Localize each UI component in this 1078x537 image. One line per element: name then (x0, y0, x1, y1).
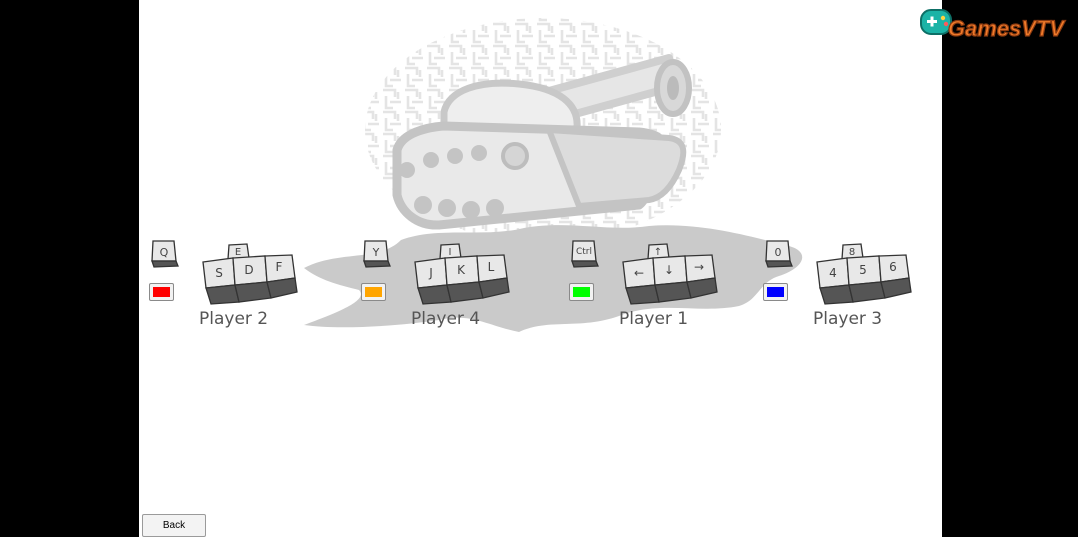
ink-splat (304, 225, 803, 332)
movement-keys[interactable]: E S D F (199, 242, 299, 306)
key-left-label: S (215, 266, 223, 280)
key-up-label: I (449, 247, 452, 258)
key-right-label: 6 (889, 260, 897, 274)
back-button[interactable]: Back (142, 514, 206, 537)
fire-key-label: Q (160, 246, 169, 259)
swatch-fill (767, 287, 784, 297)
player-block-player-3: 0 8 4 5 6 Player 3 (763, 236, 933, 336)
logo-text: GamesVTV (948, 16, 1066, 41)
player-block-player-2: Q E S D F Player 2 (149, 236, 319, 336)
key-right-label: L (488, 260, 495, 274)
color-swatch[interactable] (149, 283, 174, 301)
key-left-label: ← (634, 266, 644, 280)
fire-key-0[interactable]: 0 (763, 238, 793, 268)
movement-keys[interactable]: ↑ ← ↓ → (619, 242, 719, 306)
player-name: Player 3 (813, 309, 883, 329)
tank-illustration (392, 54, 692, 230)
movement-keys[interactable]: 8 4 5 6 (813, 242, 913, 306)
game-stage: Q E S D F Player 2 Y (139, 0, 942, 537)
key-left-label: 4 (829, 266, 837, 280)
key-down-label: D (244, 263, 253, 277)
player-block-player-4: Y I J K L Player 4 (361, 236, 531, 336)
gamesvtv-logo[interactable]: GamesVTV (918, 4, 1068, 44)
tank-background-art (304, 18, 803, 332)
player-block-player-1: Ctrl ↑ ← ↓ → Player 1 (569, 236, 739, 336)
color-swatch[interactable] (361, 283, 386, 301)
player-name: Player 2 (199, 309, 269, 329)
key-up-label: E (235, 247, 241, 258)
fire-key-label: Ctrl (576, 247, 592, 257)
key-right-label: → (694, 260, 704, 274)
key-left-label: J (428, 266, 433, 280)
gamepad-icon (920, 9, 952, 35)
swatch-fill (153, 287, 170, 297)
key-up-label: ↑ (654, 247, 662, 258)
key-up-label: 8 (849, 247, 855, 258)
fire-key-label: Y (372, 246, 380, 259)
color-swatch[interactable] (763, 283, 788, 301)
movement-keys[interactable]: I J K L (411, 242, 511, 306)
fire-key-label: 0 (775, 246, 782, 259)
fire-key-y[interactable]: Y (361, 238, 391, 268)
swatch-fill (365, 287, 382, 297)
key-down-label: 5 (859, 263, 867, 277)
fire-key-ctrl[interactable]: Ctrl (569, 238, 599, 268)
color-swatch[interactable] (569, 283, 594, 301)
swatch-fill (573, 287, 590, 297)
key-down-label: ↓ (664, 263, 674, 277)
key-right-label: F (276, 260, 283, 274)
player-name: Player 4 (411, 309, 481, 329)
key-down-label: K (457, 263, 466, 277)
fire-key-q[interactable]: Q (149, 238, 179, 268)
player-name: Player 1 (619, 309, 689, 329)
